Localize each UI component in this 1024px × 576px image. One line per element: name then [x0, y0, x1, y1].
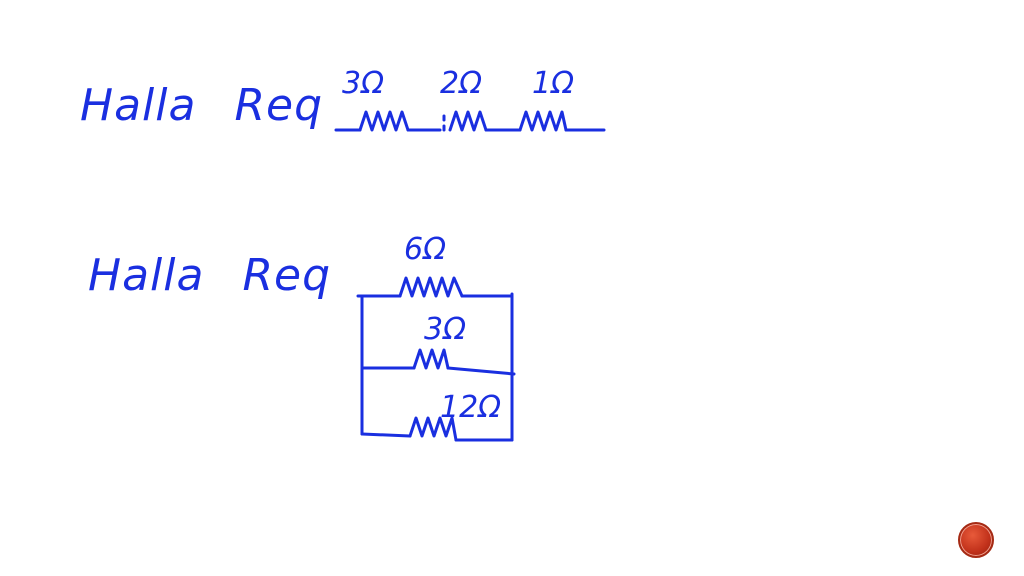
parallel-resistor-bottom — [408, 416, 458, 442]
series-resistor-3 — [518, 110, 568, 132]
series-resistor-1 — [358, 110, 410, 132]
parallel-resistor-top — [398, 276, 464, 298]
parallel-resistor-middle — [412, 348, 450, 370]
problem-1-word-halla: Halla — [80, 80, 197, 131]
series-resistor-label-1: 3Ω — [342, 66, 385, 101]
slide-number-badge[interactable] — [958, 522, 994, 558]
series-resistor-2 — [448, 110, 488, 132]
parallel-resistor-label-top: 6Ω — [404, 232, 447, 267]
parallel-circuit — [356, 276, 516, 442]
problem-2-word-halla: Halla — [88, 250, 205, 301]
problem-2-word-req: Req — [242, 250, 332, 301]
series-circuit — [334, 110, 606, 132]
parallel-resistor-label-middle: 3Ω — [424, 312, 467, 347]
problem-2-prompt: Halla Req — [88, 250, 331, 301]
problem-1-word-req: Req — [234, 80, 324, 131]
series-resistor-label-3: 1Ω — [532, 66, 575, 101]
parallel-branch-middle-wire — [360, 366, 516, 376]
parallel-branch-bottom-wire — [360, 432, 514, 442]
series-resistor-label-2: 2Ω — [440, 66, 483, 101]
problem-1-prompt: Halla Req — [80, 80, 323, 131]
